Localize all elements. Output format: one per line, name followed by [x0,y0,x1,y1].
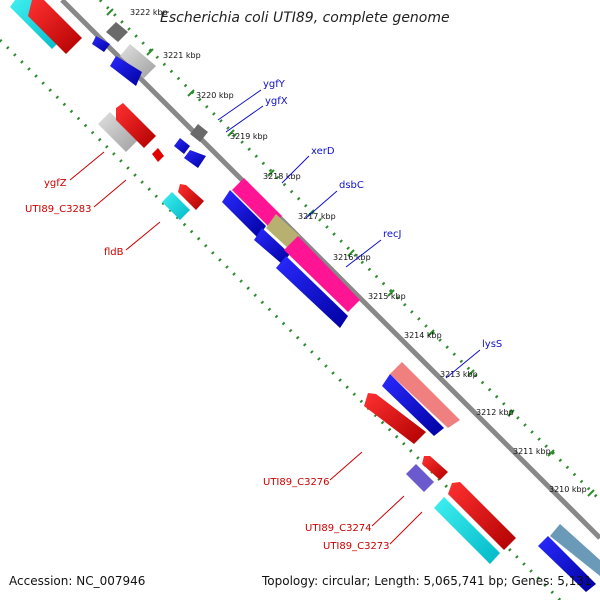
gene-blue [222,190,266,238]
gene-grey [98,112,138,152]
gene-blue [174,138,190,154]
gene-label: UTI89_C3274 [305,523,372,534]
gene-magenta [284,236,360,312]
tick-label: 3220 kbp [196,91,234,100]
gene-darkgrey [190,124,208,142]
gene-red-small [422,456,448,480]
gene-label: xerD [311,146,335,157]
tick-label: 3218 kbp [263,172,301,181]
tick-label: 3217 kbp [298,212,336,221]
tick-label: 3219 kbp [230,132,268,141]
tick-label: 3210 kbp [549,485,587,494]
tick-label: 3215 kbp [368,292,406,301]
tick-label: 3221 kbp [163,51,201,60]
tick-label: 3216 kbp [333,253,371,262]
gene-blue [254,228,290,264]
tick-label: 3222 kbp [130,8,168,17]
topology-text: Topology: circular; Length: 5,065,741 bp… [262,574,592,588]
gene-red-small [152,148,164,162]
gene-label: fldB [104,247,124,258]
gene-label: UTI89_C3273 [323,541,390,552]
gene-label: dsbC [339,180,364,191]
tick-label: 3213 kbp [440,370,478,379]
gene-grey [120,44,156,78]
gene-blue [184,150,206,168]
gene-label: UTI89_C3276 [263,477,330,488]
genome-backbone [60,0,600,540]
tick-guide-reverse [0,38,562,600]
tick-label: 3214 kbp [404,331,442,340]
forward-strand-genes [92,22,600,592]
gene-blue [110,56,142,86]
tick-label: 3212 kbp [476,408,514,417]
gene-magenta [232,178,282,228]
gene-steelblue [550,524,600,576]
gene-red-small [178,184,204,210]
reverse-strand-genes [10,0,516,564]
gene-label: recJ [383,229,402,240]
gene-olive [266,214,300,250]
map-title: Escherichia coli UTI89, complete genome [160,10,450,26]
gene-cyan-small [162,192,190,220]
gene-red [364,393,426,444]
gene-label: ygfZ [44,178,67,189]
gene-red [448,482,516,550]
gene-label: ygfY [263,79,286,90]
gene-cyan [434,497,500,564]
gene-label: lysS [482,339,502,350]
gene-red [28,0,82,54]
gene-blue [382,374,444,436]
tick-guide-forward [98,0,600,502]
gene-salmon [390,362,460,428]
gene-label: ygfX [265,96,288,107]
gene-red [116,103,156,148]
tick-label: 3211 kbp [513,447,551,456]
gene-darkgrey [106,22,128,42]
gene-blue [276,256,348,328]
accession-text: Accession: NC_007946 [9,574,146,588]
gene-label: UTI89_C3283 [25,204,92,215]
gene-blue [538,536,596,592]
gene-purple [406,464,434,492]
gene-blue [92,36,110,52]
